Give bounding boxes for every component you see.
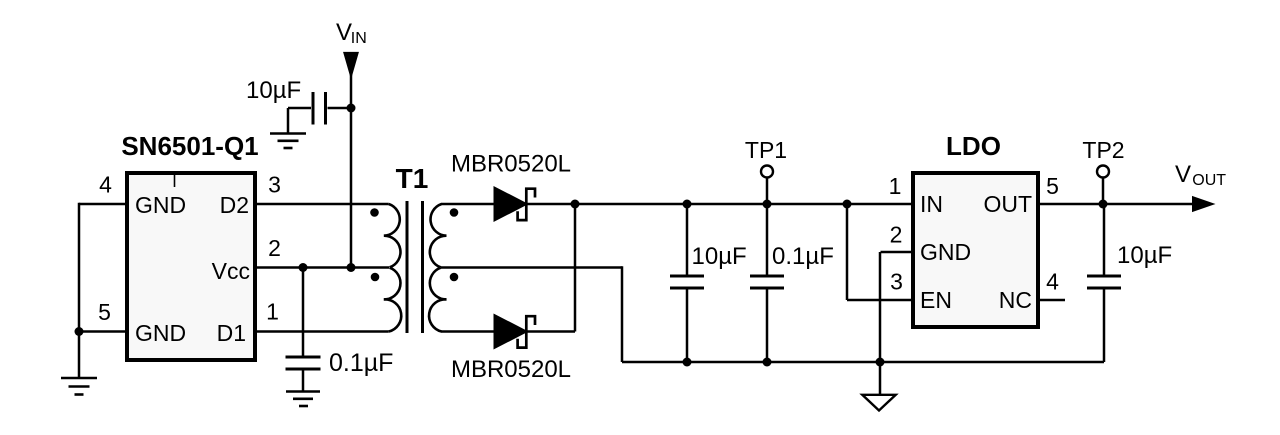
svg-text:1: 1 <box>889 173 902 199</box>
svg-text:10µF: 10µF <box>1117 242 1172 269</box>
svg-text:2: 2 <box>268 235 281 261</box>
svg-text:3: 3 <box>890 269 903 295</box>
svg-text:0.1µF: 0.1µF <box>329 349 393 377</box>
svg-text:OUT: OUT <box>1192 172 1226 189</box>
svg-text:GND: GND <box>135 192 186 218</box>
svg-text:GND: GND <box>135 320 186 346</box>
svg-text:V: V <box>336 19 352 46</box>
svg-text:D1: D1 <box>217 320 246 346</box>
svg-text:NC: NC <box>999 287 1032 313</box>
svg-text:2: 2 <box>890 222 903 248</box>
svg-text:LDO: LDO <box>946 131 1001 161</box>
svg-text:MBR0520L: MBR0520L <box>451 151 571 178</box>
svg-text:EN: EN <box>920 287 952 313</box>
svg-text:V: V <box>1175 161 1191 188</box>
svg-text:0.1µF: 0.1µF <box>772 243 834 270</box>
svg-text:GND: GND <box>920 239 971 265</box>
svg-text:D2: D2 <box>220 192 249 218</box>
svg-text:3: 3 <box>268 172 281 198</box>
svg-text:Vcc: Vcc <box>212 258 250 284</box>
svg-text:TP2: TP2 <box>1082 137 1124 163</box>
svg-text:1: 1 <box>266 299 279 325</box>
svg-text:TP1: TP1 <box>745 137 787 163</box>
svg-text:T1: T1 <box>396 163 429 194</box>
svg-text:MBR0520L: MBR0520L <box>451 356 571 383</box>
svg-text:10µF: 10µF <box>246 77 301 104</box>
svg-text:IN: IN <box>920 191 943 217</box>
svg-text:10µF: 10µF <box>692 243 747 270</box>
svg-text:OUT: OUT <box>983 191 1032 217</box>
svg-text:SN6501-Q1: SN6501-Q1 <box>121 131 258 161</box>
svg-text:5: 5 <box>1046 173 1059 199</box>
svg-text:5: 5 <box>98 299 111 325</box>
svg-text:IN: IN <box>351 30 367 47</box>
svg-text:4: 4 <box>99 172 112 198</box>
svg-text:4: 4 <box>1046 269 1059 295</box>
